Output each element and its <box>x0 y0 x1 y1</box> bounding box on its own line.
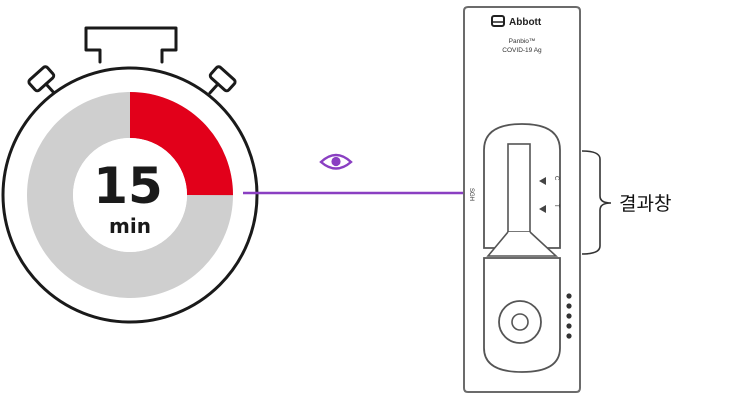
brand-logo: Abbott <box>492 16 542 28</box>
result-window-bracket <box>582 151 611 254</box>
eye-icon <box>321 155 351 169</box>
brand-name: Abbott <box>509 17 542 28</box>
result-window <box>508 144 530 232</box>
test-line-label: T <box>553 204 559 208</box>
result-window-label: 결과창 <box>619 193 671 215</box>
timer-value: 15 <box>93 157 163 215</box>
side-code: SGH <box>468 188 474 201</box>
product-line-2: COVID-19 Ag <box>502 47 542 54</box>
test-cassette: Abbott Panbio™ COVID-19 Ag SGH C T <box>464 7 580 392</box>
timer-unit: min <box>109 214 151 238</box>
stopwatch-crown <box>86 28 176 62</box>
control-line-label: C <box>553 176 559 181</box>
sample-well-inner <box>512 314 528 330</box>
product-line-1: Panbio™ <box>509 38 536 45</box>
